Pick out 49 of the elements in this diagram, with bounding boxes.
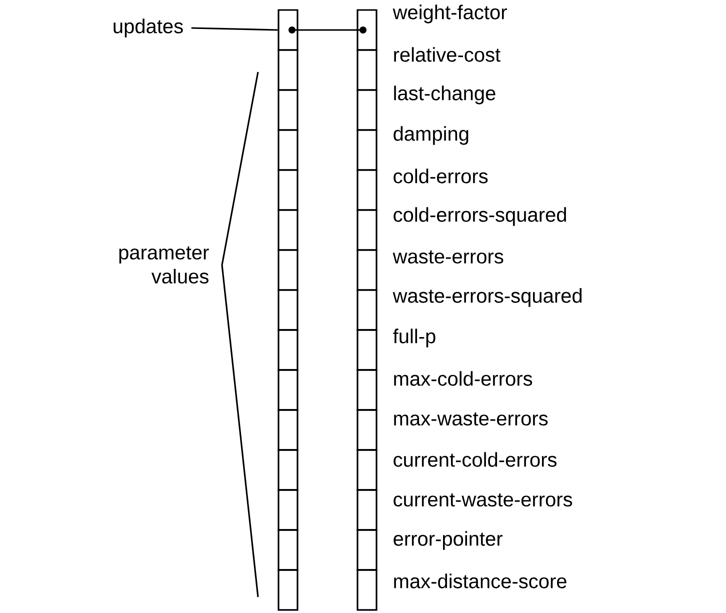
register-cell bbox=[278, 409, 298, 451]
register-cell bbox=[278, 249, 298, 291]
register-cell bbox=[356, 369, 378, 411]
field-name: max-waste-errors bbox=[394, 412, 548, 426]
register-cell bbox=[356, 409, 378, 451]
field-name: max-cold-errors bbox=[394, 371, 532, 386]
register-cell bbox=[278, 449, 298, 491]
field-name: waste-errors bbox=[392, 250, 504, 264]
field-name: last-change bbox=[394, 86, 496, 104]
register-cell bbox=[278, 489, 298, 531]
field-name: damping bbox=[394, 126, 468, 145]
label-text: updates bbox=[114, 18, 183, 38]
register-cell bbox=[356, 49, 378, 91]
register-cell bbox=[278, 129, 298, 171]
register-cell bbox=[356, 129, 378, 171]
field-name: error-pointer bbox=[394, 531, 502, 550]
register-cell bbox=[278, 49, 298, 91]
register-cell bbox=[278, 529, 298, 571]
register-cell bbox=[356, 169, 378, 211]
register-cell bbox=[278, 369, 298, 411]
register-cell bbox=[278, 9, 298, 51]
register-cell bbox=[356, 9, 378, 51]
register-cell bbox=[278, 329, 298, 371]
register-cell bbox=[356, 249, 378, 291]
register-cell bbox=[356, 569, 378, 611]
field-name: cold-errors-squared bbox=[394, 207, 566, 226]
leader-line bbox=[191, 27, 278, 31]
register-cell bbox=[278, 289, 298, 331]
register-cell bbox=[356, 529, 378, 571]
register-cell bbox=[278, 569, 298, 611]
register-cell bbox=[278, 169, 298, 211]
register-cell bbox=[356, 329, 378, 371]
register-cell bbox=[356, 289, 378, 331]
field-name: weight-factor bbox=[392, 4, 507, 24]
register-cell bbox=[356, 209, 378, 251]
register-cell bbox=[356, 449, 378, 491]
field-name: waste-errors-squared bbox=[392, 288, 582, 307]
register-cell bbox=[356, 89, 378, 131]
field-name: current-cold-errors bbox=[394, 452, 557, 467]
field-name: cold-errors bbox=[394, 168, 488, 184]
bracket-label: parameter values bbox=[119, 246, 209, 284]
register-cell bbox=[278, 89, 298, 131]
field-name: max-distance-score bbox=[394, 574, 566, 588]
register-cell bbox=[356, 489, 378, 531]
field-name: full-p bbox=[393, 328, 436, 348]
field-name: relative-cost bbox=[394, 47, 500, 62]
register-cell bbox=[278, 209, 298, 251]
field-name: current-waste-errors bbox=[394, 493, 572, 507]
leader-line bbox=[292, 29, 363, 31]
